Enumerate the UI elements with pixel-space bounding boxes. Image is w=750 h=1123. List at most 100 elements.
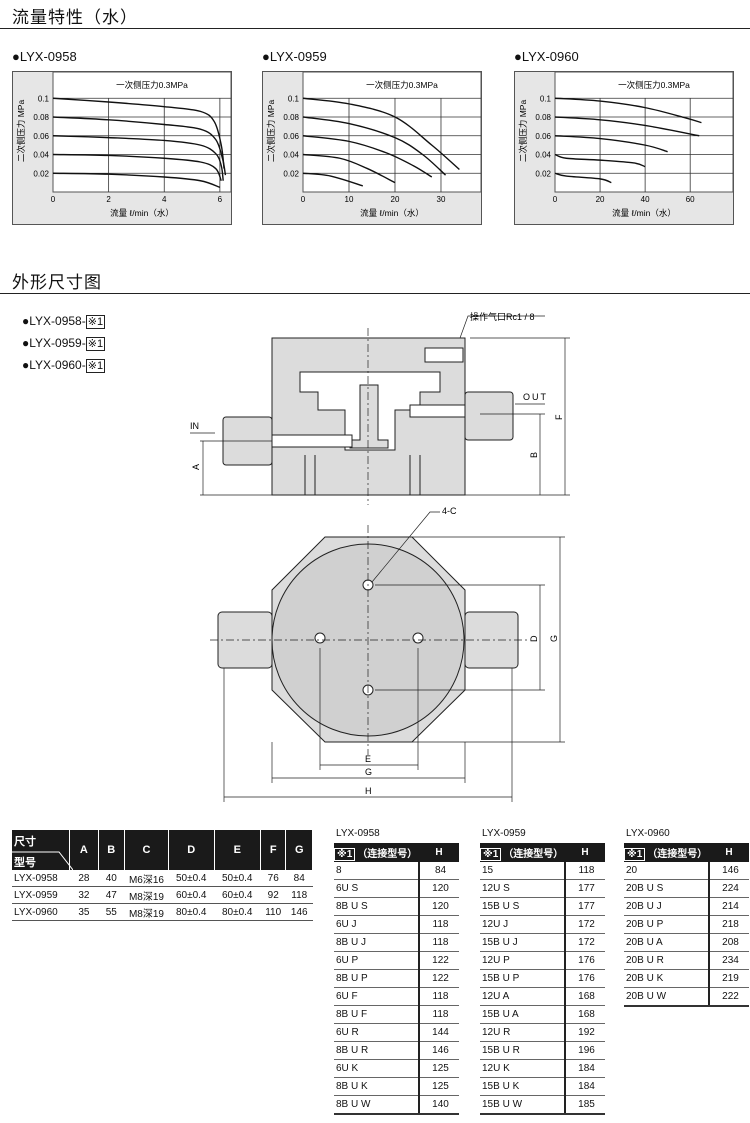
- h-value-cell: 146: [418, 1041, 459, 1060]
- y-tick-label: 0.1: [288, 94, 300, 103]
- h-table-title: LYX-0960: [626, 828, 670, 839]
- y-tick-label: 0.02: [33, 169, 49, 178]
- pilot-port: [424, 347, 464, 363]
- connection-model-cell: 6U S: [334, 879, 419, 898]
- y-tick-label: 0.06: [535, 132, 551, 141]
- connection-model-cell: 6U F: [334, 987, 419, 1006]
- connection-model-cell: 20B U J: [624, 897, 709, 916]
- column-header-b: B: [98, 830, 125, 870]
- h-value-cell: 168: [564, 987, 605, 1006]
- connection-model-cell: 12U R: [480, 1023, 565, 1042]
- dim-b-label: B: [529, 452, 539, 458]
- connection-model-cell: 12U P: [480, 951, 565, 970]
- in-passage: [271, 434, 353, 448]
- y-axis-label: 二次侧压力 MPa: [266, 100, 276, 163]
- x-tick-label: 0: [553, 195, 558, 204]
- h-value-cell: 146: [708, 862, 749, 880]
- connection-model-header: ※1（连接型号）: [624, 843, 709, 862]
- connection-model-cell: 12U S: [480, 879, 565, 898]
- h-value-cell: 122: [418, 969, 459, 988]
- connection-model-header: ※1（连接型号）: [334, 843, 419, 862]
- flow-characteristics-title: 流量特性（水）: [12, 8, 138, 28]
- y-tick-label: 0.06: [283, 132, 299, 141]
- h-value-cell: 192: [564, 1023, 605, 1042]
- chart-annotation: 一次侧压力0.3MPa: [116, 80, 188, 90]
- h-value-cell: 122: [418, 951, 459, 970]
- model-cell: LYX-0959: [12, 886, 71, 904]
- h-header: H: [565, 843, 605, 862]
- column-header-f: F: [260, 830, 287, 870]
- series-line-0.06: [302, 135, 433, 178]
- h-value-cell: 184: [564, 1077, 605, 1096]
- series-line-0.04: [302, 153, 396, 184]
- connection-model-cell: 15: [480, 862, 565, 880]
- valve-stem: [349, 384, 389, 449]
- value-cell: 60±0.4: [214, 886, 261, 904]
- h-value-cell: 84: [418, 862, 459, 880]
- plot-area: [302, 71, 482, 193]
- series-line-0.08: [554, 116, 700, 137]
- legend-item: ●LYX-0958-※1: [22, 314, 106, 329]
- series-line-0.04: [52, 153, 222, 182]
- divider: [0, 293, 750, 294]
- y-tick-label: 0.1: [38, 94, 50, 103]
- column-header-e: E: [214, 830, 261, 870]
- h-value-cell: 118: [418, 915, 459, 934]
- legend-model: LYX-0958-: [29, 314, 86, 328]
- series-line-0.02: [302, 172, 363, 187]
- h-value-cell: 168: [564, 1005, 605, 1024]
- connection-model-cell: 15B U A: [480, 1005, 565, 1024]
- chart-title: ●LYX-0958: [12, 49, 77, 64]
- connection-model-cell: 8: [334, 862, 419, 880]
- out-fitting: [464, 391, 514, 441]
- value-cell: 47: [98, 886, 125, 904]
- plot-area: [52, 71, 232, 193]
- h-value-cell: 118: [418, 1005, 459, 1024]
- h-value-cell: 185: [564, 1095, 605, 1115]
- divider: [0, 28, 750, 29]
- x-axis-label: 流量 ℓ/min（水）: [360, 208, 424, 218]
- model-legend: ●LYX-0958-※1 ●LYX-0959-※1 ●LYX-0960-※1: [22, 314, 106, 380]
- value-cell: 40: [98, 870, 125, 887]
- x-tick-label: 6: [218, 195, 223, 204]
- value-cell: 146: [285, 903, 313, 921]
- x-axis-label: 流量 ℓ/min（水）: [612, 208, 676, 218]
- dim-f-label: F: [554, 414, 564, 420]
- connection-model-cell: 8B U R: [334, 1041, 419, 1060]
- y-tick-label: 0.08: [33, 113, 49, 122]
- y-axis-label: 二次侧压力 MPa: [518, 100, 528, 163]
- connection-model-cell: 6U J: [334, 915, 419, 934]
- h-value-cell: 118: [418, 933, 459, 952]
- column-header-a: A: [69, 830, 99, 870]
- value-cell: 84: [285, 870, 313, 887]
- connection-model-cell: 8B U J: [334, 933, 419, 952]
- value-cell: 28: [69, 870, 99, 887]
- h-value-cell: 176: [564, 969, 605, 988]
- dim-h-label: H: [365, 786, 372, 796]
- mark-box: ※1: [85, 315, 106, 329]
- out-passage: [409, 404, 466, 418]
- header-text: （连接型号）: [647, 848, 708, 860]
- y-tick-label: 0.02: [283, 169, 299, 178]
- mark-box: ※1: [85, 337, 106, 351]
- connection-model-cell: 20: [624, 862, 709, 880]
- h-value-cell: 118: [418, 987, 459, 1006]
- connection-model-cell: 15B U P: [480, 969, 565, 988]
- connection-model-cell: 15B U W: [480, 1095, 565, 1115]
